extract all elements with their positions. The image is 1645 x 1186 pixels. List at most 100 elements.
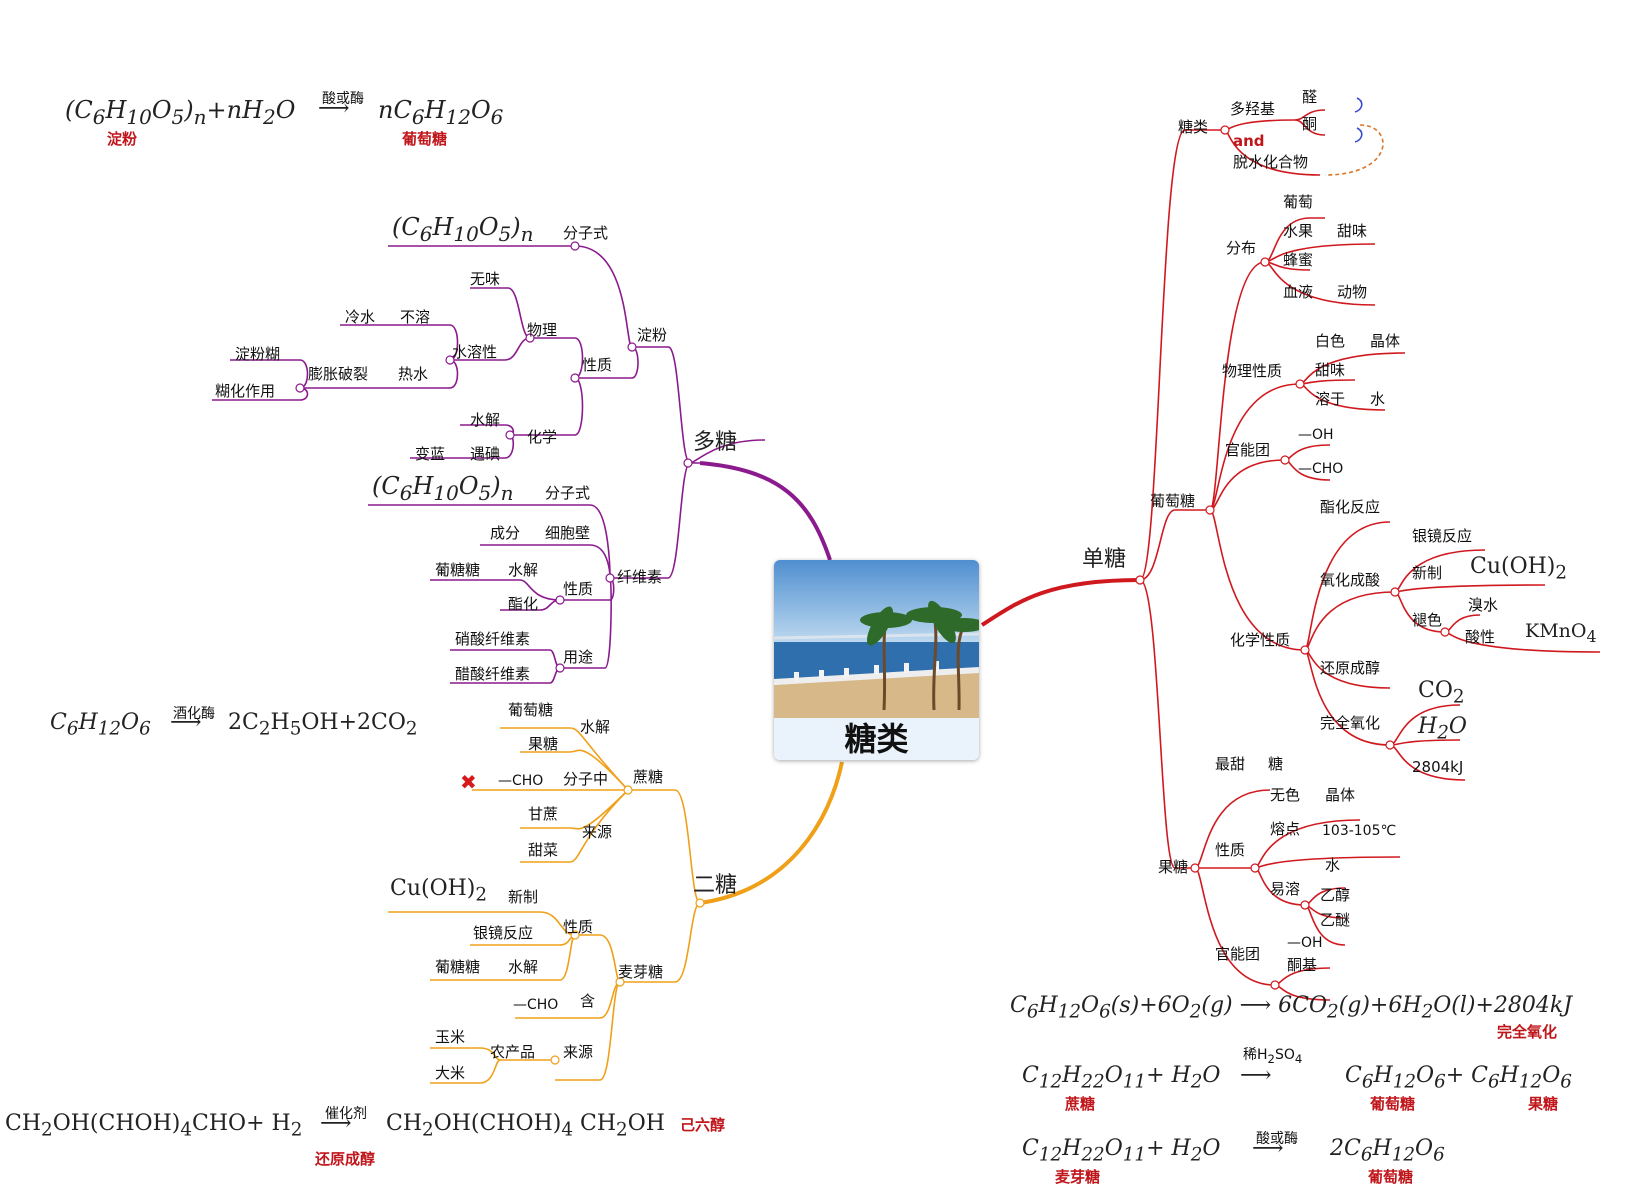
maltose-source[interactable]: 来源 [563,1043,594,1061]
maltose-silver-mirror[interactable]: 银镜反应 [473,924,534,942]
glucose-bromine[interactable]: 溴水 [1468,596,1499,614]
fructose-soluble[interactable]: 易溶 [1270,880,1301,898]
cellulose-formula-label[interactable]: 分子式 [545,484,591,502]
glucose-fade[interactable]: 褪色 [1412,611,1443,629]
cellulose-hydrolysis[interactable]: 水解 [508,561,539,579]
glucose-oxidize-acid[interactable]: 氧化成酸 [1320,571,1381,589]
glucose-oh[interactable]: —OH [1298,427,1334,443]
branch-disaccharide[interactable]: 二糖 [693,873,738,898]
maltose-property[interactable]: 性质 [563,918,594,936]
starch-tasteless[interactable]: 无味 [470,270,501,288]
glucose-grape[interactable]: 葡萄 [1283,193,1314,211]
sucrose-beet[interactable]: 甜菜 [528,841,559,859]
starch-turn-blue[interactable]: 变蓝 [415,445,446,463]
sugar-polyhydroxy[interactable]: 多羟基 [1230,100,1276,118]
fructose-property[interactable]: 性质 [1215,841,1246,859]
maltose-node[interactable]: 麦芽糖 [618,963,664,981]
glucose-physical[interactable]: 物理性质 [1222,362,1283,380]
sucrose-cho[interactable]: —CHO [498,773,544,789]
glucose-honey[interactable]: 蜂蜜 [1283,251,1314,269]
glucose-water[interactable]: 水 [1370,390,1386,408]
starch-formula-label[interactable]: 分子式 [563,224,609,242]
cellulose-component[interactable]: 成分 [490,524,521,542]
sucrose-cane[interactable]: 甘蔗 [528,805,559,823]
glucose-white[interactable]: 白色 [1315,332,1346,350]
starch-solubility[interactable]: 水溶性 [452,343,498,361]
glucose-animal[interactable]: 动物 [1337,283,1368,301]
glucose-acidic[interactable]: 酸性 [1465,628,1496,646]
starch-hydrolysis[interactable]: 水解 [470,411,501,429]
glucose-sweet2[interactable]: 甜味 [1315,361,1346,379]
starch-node[interactable]: 淀粉 [637,326,668,344]
glucose-reduce[interactable]: 还原成醇 [1320,659,1381,677]
fructose-ether[interactable]: 乙醚 [1320,911,1351,929]
cellulose-property[interactable]: 性质 [563,580,594,598]
glucose-distribution[interactable]: 分布 [1226,239,1257,257]
glucose-fresh[interactable]: 新制 [1412,564,1443,582]
glucose-esterify[interactable]: 酯化反应 [1320,498,1381,516]
branch-polysaccharide[interactable]: 多糖 [693,430,738,455]
maltose-fresh[interactable]: 新制 [508,888,539,906]
glucose-silver-mirror[interactable]: 银镜反应 [1412,527,1473,545]
glucose-dissolve[interactable]: 溶于 [1315,390,1346,408]
cellulose-glucose[interactable]: 葡糖糖 [435,561,481,579]
fructose-oh[interactable]: —OH [1287,935,1323,951]
sugar-dehydrate[interactable]: 脱水化合物 [1233,153,1309,171]
cellulose-use[interactable]: 用途 [563,648,594,666]
starch-cold-water[interactable]: 冷水 [345,308,376,326]
fructose-colorless[interactable]: 无色 [1270,786,1301,804]
maltose-cho[interactable]: —CHO [513,997,559,1013]
starch-gelatinization[interactable]: 糊化作用 [215,382,276,400]
sucrose-glucose[interactable]: 葡萄糖 [508,701,554,719]
glucose-cho[interactable]: —CHO [1298,461,1344,477]
starch-swell[interactable]: 膨胀破裂 [308,365,369,383]
starch-property[interactable]: 性质 [582,356,613,374]
starch-chemical[interactable]: 化学 [527,428,558,446]
fructose-mp-value[interactable]: 103-105℃ [1322,823,1397,839]
starch-hot-water[interactable]: 热水 [398,365,429,383]
glucose-functional-group[interactable]: 官能团 [1225,441,1271,459]
cellulose-esterify[interactable]: 酯化 [508,595,539,613]
starch-hydrolysis-condition: 酸或酶 [322,91,364,107]
glucose-full-oxidation[interactable]: 完全氧化 [1320,714,1381,732]
cellulose-cell-wall[interactable]: 细胞壁 [545,524,591,542]
maltose-glucose[interactable]: 葡糖糖 [435,958,481,976]
glucose-energy[interactable]: 2804kJ [1412,758,1464,776]
glucose-blood[interactable]: 血液 [1283,283,1314,301]
starch-paste[interactable]: 淀粉糊 [235,345,281,363]
fructose-melting-point[interactable]: 熔点 [1270,820,1301,838]
glucose-fruit[interactable]: 水果 [1283,222,1314,240]
maltose-agri[interactable]: 农产品 [490,1043,536,1061]
sucrose-source[interactable]: 来源 [582,823,613,841]
fructose-node[interactable]: 果糖 [1158,858,1189,876]
fructose-sugar[interactable]: 糖 [1268,755,1284,773]
starch-iodine[interactable]: 遇碘 [470,445,501,463]
glucose-chemical[interactable]: 化学性质 [1230,631,1291,649]
sucrose-node[interactable]: 蔗糖 [633,768,664,786]
branch-monosaccharide[interactable]: 单糖 [1082,547,1127,572]
sucrose-in-molecule[interactable]: 分子中 [563,770,609,788]
glucose-node[interactable]: 葡萄糖 [1150,492,1196,510]
sugar-def-node[interactable]: 糖类 [1178,118,1209,136]
fructose-crystal[interactable]: 晶体 [1325,786,1356,804]
starch-insoluble[interactable]: 不溶 [400,308,431,326]
maltose-rice[interactable]: 大米 [435,1064,466,1082]
cellulose-nitrate[interactable]: 硝酸纤维素 [455,630,531,648]
glucose-sweet[interactable]: 甜味 [1337,222,1368,240]
sucrose-hydrolysis[interactable]: 水解 [580,718,611,736]
fructose-ethanol[interactable]: 乙醇 [1320,886,1351,904]
fructose-water[interactable]: 水 [1325,856,1341,874]
sugar-aldehyde[interactable]: 醛 [1302,88,1318,106]
maltose-corn[interactable]: 玉米 [435,1028,466,1046]
fructose-keto[interactable]: 酮基 [1287,956,1318,974]
maltose-contains[interactable]: 含 [580,992,596,1010]
starch-physical[interactable]: 物理 [527,321,558,339]
fructose-sweetest[interactable]: 最甜 [1215,755,1246,773]
fructose-functional-group[interactable]: 官能团 [1215,945,1261,963]
glucose-crystal[interactable]: 晶体 [1370,332,1401,350]
sucrose-fructose[interactable]: 果糖 [528,735,559,753]
cellulose-node[interactable]: 纤维素 [617,568,663,586]
cellulose-acetate[interactable]: 醋酸纤维素 [455,665,531,683]
sugar-ketone[interactable]: 酮 [1302,115,1318,133]
maltose-hydrolysis[interactable]: 水解 [508,958,539,976]
